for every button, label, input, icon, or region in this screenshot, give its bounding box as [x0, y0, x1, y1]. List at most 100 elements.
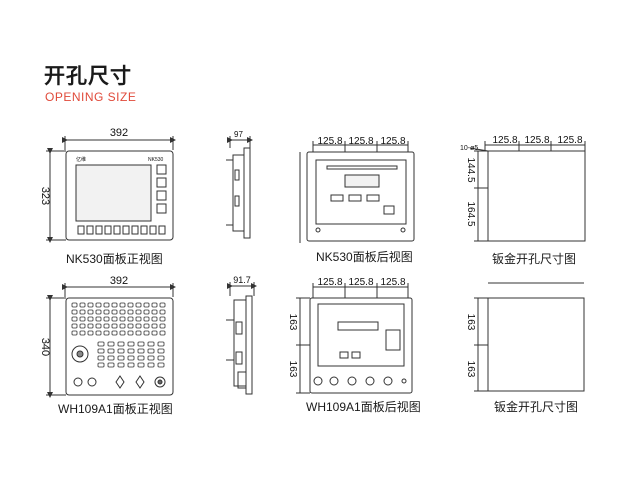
keypad-key	[157, 355, 165, 361]
wh109a1-side-view	[226, 282, 257, 395]
nk530-front-view	[46, 136, 176, 243]
keypad-key	[111, 330, 118, 336]
wh109a1-cutout-caption: 钣金开孔尺寸图	[494, 400, 579, 414]
keypad-key	[157, 348, 165, 354]
keypad-key	[143, 316, 150, 322]
nk530-cutout-view	[469, 141, 586, 242]
keypad-key	[97, 362, 105, 368]
keypad-key	[95, 302, 102, 308]
keypad-key	[143, 302, 150, 308]
keypad-key	[97, 341, 105, 347]
keypad-key	[117, 348, 125, 354]
keypad-key	[159, 316, 166, 322]
keypad-key	[97, 348, 105, 354]
nk530-hole-label: 10-ø5	[460, 145, 478, 152]
keypad-key	[159, 302, 166, 308]
nk530-height-label: 323	[39, 187, 51, 205]
wh109a1-back-spacing-1: 125.8	[317, 277, 342, 288]
keypad-key	[87, 302, 94, 308]
nk530-model-mark: NK530	[148, 157, 164, 163]
keypad-key	[103, 316, 110, 322]
keypad-key	[103, 309, 110, 315]
wh109a1-back-view	[296, 283, 413, 394]
keypad-key	[71, 309, 78, 315]
keypad-key	[135, 330, 142, 336]
keypad-key	[143, 309, 150, 315]
keypad-key	[137, 355, 145, 361]
wh109a1-width-label: 392	[110, 275, 128, 287]
keypad-key	[135, 323, 142, 329]
nk530-logo: 亿维	[76, 156, 86, 163]
wh109a1-back-vspacing-2: 163	[287, 361, 298, 378]
nk530-back-spacing-1: 125.8	[317, 136, 342, 147]
keypad-key	[95, 309, 102, 315]
nk530-button-row	[77, 225, 166, 235]
keypad-key	[87, 316, 94, 322]
page-title: 开孔尺寸	[44, 65, 132, 88]
keypad-key	[143, 330, 150, 336]
nk530-back-view	[299, 141, 415, 243]
wh109a1-height-label: 340	[39, 338, 51, 356]
nk530-depth-label: 97	[234, 130, 243, 139]
keypad-key	[79, 323, 86, 329]
keypad-key	[135, 316, 142, 322]
nk530-cutout-spacing-3: 125.8	[557, 135, 582, 146]
nk530-back-caption: NK530面板后视图	[316, 250, 413, 264]
keypad-key	[157, 341, 165, 347]
keypad-key	[111, 302, 118, 308]
keypad-key	[127, 341, 135, 347]
wh109a1-front-view	[46, 283, 176, 398]
keypad-key	[151, 330, 158, 336]
keypad-key	[151, 316, 158, 322]
keypad-key	[111, 323, 118, 329]
keypad-key	[127, 309, 134, 315]
keypad-key	[117, 341, 125, 347]
wh109a1-back-caption: WH109A1面板后视图	[306, 400, 421, 414]
keypad-key	[117, 355, 125, 361]
keypad-key	[137, 362, 145, 368]
keypad-key	[159, 309, 166, 315]
keypad-key	[107, 348, 115, 354]
nk530-front-caption: NK530面板正视图	[66, 252, 163, 266]
keypad-key	[137, 341, 145, 347]
keypad-key	[147, 355, 155, 361]
keypad-key	[159, 330, 166, 336]
keypad-key	[117, 362, 125, 368]
keypad-key	[127, 330, 134, 336]
keypad-key	[127, 348, 135, 354]
keypad-key	[71, 330, 78, 336]
keypad-key	[157, 362, 165, 368]
keypad-key	[127, 362, 135, 368]
keypad-key	[119, 323, 126, 329]
keypad-key	[79, 316, 86, 322]
keypad-key	[71, 323, 78, 329]
keypad-key	[79, 302, 86, 308]
keypad-key	[147, 362, 155, 368]
keypad-key	[119, 330, 126, 336]
wh109a1-back-vspacing-1: 163	[287, 314, 298, 331]
keypad-key	[127, 323, 134, 329]
nk530-cutout-spacing-1: 125.8	[492, 135, 517, 146]
keypad-key	[103, 330, 110, 336]
keypad-key	[95, 323, 102, 329]
keypad-key	[87, 330, 94, 336]
keypad-key	[79, 309, 86, 315]
keypad-key	[97, 355, 105, 361]
keypad-key	[103, 302, 110, 308]
wh109a1-front-caption: WH109A1面板正视图	[58, 402, 173, 416]
wh109a1-cutout-vspacing-1: 163	[465, 314, 476, 331]
keypad-key	[103, 323, 110, 329]
keypad-key	[159, 323, 166, 329]
wh109a1-cutout-view	[474, 282, 585, 392]
nk530-cutout-caption: 钣金开孔尺寸图	[492, 252, 577, 266]
keypad-key	[137, 348, 145, 354]
keypad-key	[143, 323, 150, 329]
wh109a1-keypad	[71, 302, 166, 368]
keypad-key	[119, 309, 126, 315]
keypad-key	[147, 341, 155, 347]
wh109a1-back-spacing-3: 125.8	[380, 277, 405, 288]
keypad-key	[119, 302, 126, 308]
page-subtitle: OPENING SIZE	[45, 90, 137, 104]
nk530-side-view	[226, 136, 253, 239]
